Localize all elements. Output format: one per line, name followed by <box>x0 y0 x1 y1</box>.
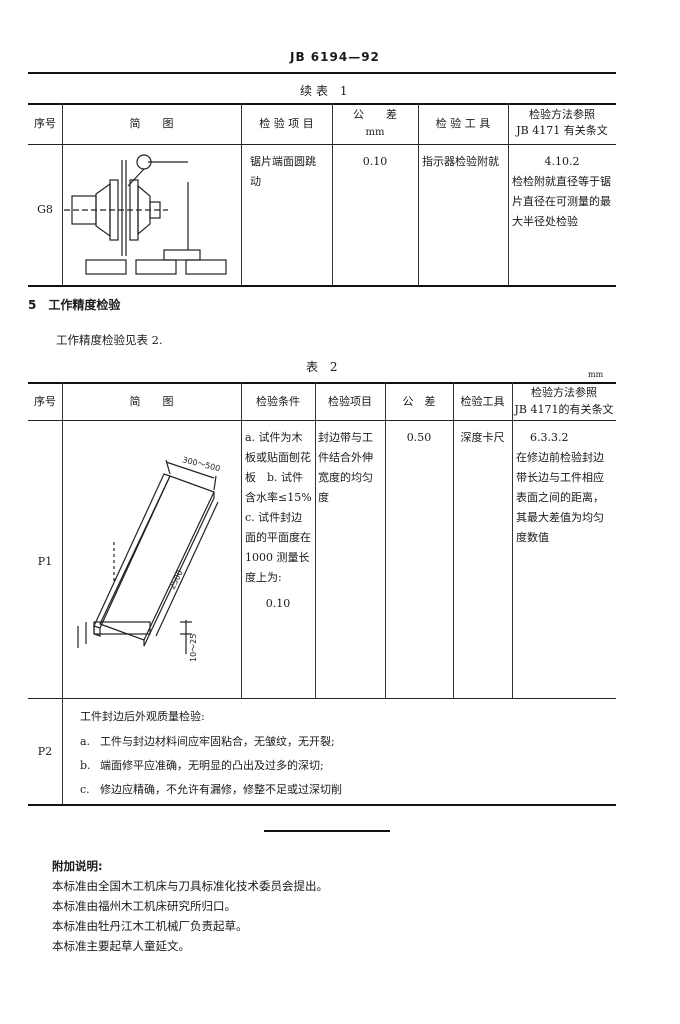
notes-line: 本标准由牡丹江木工机械厂负责起草。 <box>52 919 248 933</box>
t2-header-item: 检验项目 <box>328 395 372 408</box>
dim-width-label: 300～500 <box>182 455 222 473</box>
t2-p1-tol: 0.50 <box>406 431 432 444</box>
t1-header-sketch: 简 图 <box>129 117 174 130</box>
table1-caption: 续表 1 <box>300 84 352 98</box>
notes-line: 本标准由福州木工机床研究所归口。 <box>52 899 236 913</box>
t2-p2-seq: P2 <box>37 745 53 758</box>
t2-p2-item-a-mark: a. <box>80 735 91 748</box>
t2-p2-item-b-mark: b. <box>80 759 91 772</box>
t2-header-seq: 序号 <box>34 395 56 408</box>
t2-p1-item: 封边带与工件结合外伸宽度的均匀度 <box>318 431 373 504</box>
t2-p2-item-c-mark: c. <box>80 783 90 796</box>
t1-header-item: 检 验 项 目 <box>259 117 314 130</box>
t2-p1-seq: P1 <box>37 555 53 568</box>
t2-header-cond: 检验条件 <box>256 395 300 408</box>
t2-p1-cond: a. 试件为木板或贴面刨花板 b. 试件含水率≤15% c. 试件封边面的平面度… <box>245 431 323 584</box>
section5-intro: 工作精度检验见表 2. <box>56 333 163 347</box>
t2-header-method: 检验方法参照 <box>531 386 597 399</box>
t2-p1-tool: 深度卡尺 <box>460 431 505 444</box>
end-rule <box>264 830 390 832</box>
notes-line: 本标准由全国木工机床与刀具标准化技术委员会提出。 <box>52 879 328 893</box>
t2-p1-method-ref: 6.3.3.2 <box>530 431 569 444</box>
saw-runout-sketch <box>64 154 227 275</box>
t1-header-seq: 序号 <box>34 117 56 130</box>
t1-row-seq: G8 <box>37 203 53 216</box>
additional-notes: 附加说明: 本标准由全国木工机床与刀具标准化技术委员会提出。 本标准由福州木工机… <box>52 856 612 956</box>
standard-code: JB 6194—92 <box>290 50 380 64</box>
t1-row-tool: 指示器检验附就 <box>422 155 499 168</box>
header-rule <box>28 72 616 74</box>
table2-caption: 表 2 <box>306 360 342 374</box>
t2-header-method2: JB 4171的有关条文 <box>514 403 614 416</box>
edge-banding-sketch: 300～500 2500 10～25 <box>77 455 222 662</box>
t1-header-method2: JB 4171 有关条文 <box>516 124 608 137</box>
t2-header-tol: 公 差 <box>402 395 436 408</box>
t2-p2-title: 工件封边后外观质量检验: <box>80 710 205 723</box>
t1-row-method-text: 检检附就直径等于锯片直径在可测量的最大半径处检验 <box>512 175 611 228</box>
t1-header-tol: 公 差 <box>353 108 397 121</box>
notes-title: 附加说明: <box>52 859 103 873</box>
t1-row-item: 锯片端面圆跳动 <box>250 155 316 188</box>
t2-header-sketch: 简 图 <box>129 395 174 408</box>
t2-header-tool: 检验工具 <box>460 395 505 408</box>
t1-row-method-ref: 4.10.2 <box>544 155 580 168</box>
t1-header-method: 检验方法参照 <box>529 108 595 121</box>
t2-p1-method-text: 在修边前检验封边带长边与工件相应表面之间的距离，其最大差值为均匀度数值 <box>516 451 604 544</box>
t2-p2-item-a: 工件与封边材料间应牢固粘合，无皱纹，无开裂; <box>100 735 335 748</box>
t1-header-tol-unit: mm <box>365 127 385 138</box>
t2-p2-item-b: 端面修平应准确，无明显的凸出及过多的深切; <box>100 759 324 772</box>
t2-p1-cond-value: 0.10 <box>265 597 291 610</box>
t1-row-tol: 0.10 <box>362 155 388 168</box>
table2-unit: mm <box>588 370 604 379</box>
section5-title: 5 工作精度检验 <box>28 298 121 312</box>
t1-header-tool: 检 验 工 具 <box>435 117 491 130</box>
notes-line: 本标准主要起草人童延文。 <box>52 939 190 953</box>
t2-p2-item-c: 修边应精确，不允许有漏修，修整不足或过深切削 <box>100 783 342 796</box>
dim-height-label: 10～25 <box>189 634 198 662</box>
